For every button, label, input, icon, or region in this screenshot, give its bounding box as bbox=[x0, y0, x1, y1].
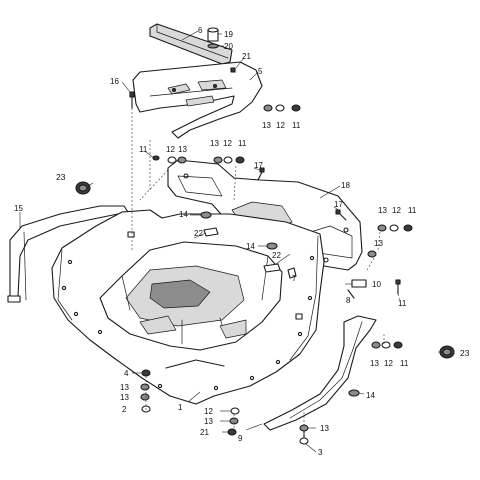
callout-12: 12 bbox=[166, 145, 175, 154]
callout-13: 13 bbox=[210, 139, 219, 148]
callout-11: 11 bbox=[408, 206, 417, 215]
callout-12: 12 bbox=[384, 359, 393, 368]
callout-14: 14 bbox=[179, 210, 188, 219]
callout-8: 8 bbox=[346, 296, 351, 305]
callout-13: 13 bbox=[378, 206, 387, 215]
callout-19: 19 bbox=[224, 30, 233, 39]
callout-13: 13 bbox=[370, 359, 379, 368]
callout-4: 4 bbox=[124, 369, 129, 378]
rack-cover-part bbox=[132, 61, 263, 139]
callout-13: 13 bbox=[262, 121, 271, 130]
callout-11: 11 bbox=[292, 121, 301, 130]
callout-13: 13 bbox=[120, 383, 129, 392]
callout-10: 10 bbox=[372, 280, 381, 289]
callout-5: 5 bbox=[258, 67, 263, 76]
callout-14: 14 bbox=[366, 391, 375, 400]
callout-22: 22 bbox=[194, 229, 203, 238]
callout-11: 11 bbox=[400, 359, 409, 368]
callout-12: 12 bbox=[204, 407, 213, 416]
callout-15: 15 bbox=[14, 204, 23, 213]
callout-13: 13 bbox=[320, 424, 329, 433]
callout-18: 18 bbox=[341, 181, 350, 190]
left-fender-flare-part bbox=[7, 205, 129, 303]
callout-14: 14 bbox=[246, 242, 255, 251]
callout-12: 12 bbox=[223, 139, 232, 148]
spacer-part bbox=[207, 27, 219, 49]
callout-3: 3 bbox=[318, 448, 323, 457]
callout-9: 9 bbox=[238, 434, 243, 443]
callout-11: 11 bbox=[398, 299, 407, 308]
callout-16: 16 bbox=[110, 77, 119, 86]
callout-11: 11 bbox=[238, 139, 247, 148]
callout-13: 13 bbox=[204, 417, 213, 426]
assembly-lines bbox=[131, 108, 401, 432]
callout-13: 13 bbox=[374, 239, 383, 248]
callout-6: 6 bbox=[198, 26, 203, 35]
callout-23: 23 bbox=[460, 348, 470, 358]
callout-20: 20 bbox=[224, 42, 233, 51]
callout-17: 17 bbox=[254, 161, 263, 170]
callout-labels: 6 19 20 21 5 16 13 12 11 11 12 13 13 12 … bbox=[14, 26, 470, 457]
callout-12: 12 bbox=[276, 121, 285, 130]
rear-fender-part bbox=[51, 209, 325, 405]
callout-17: 17 bbox=[334, 200, 343, 209]
callout-1: 1 bbox=[178, 403, 183, 412]
callout-21: 21 bbox=[200, 428, 209, 437]
callout-21: 21 bbox=[242, 52, 251, 61]
callout-2: 2 bbox=[122, 405, 127, 414]
callout-13: 13 bbox=[120, 393, 129, 402]
callout-22: 22 bbox=[272, 251, 281, 260]
callout-11: 11 bbox=[139, 145, 148, 154]
leader-lines bbox=[19, 30, 440, 453]
callout-13: 13 bbox=[178, 145, 187, 154]
bracket-bar-part bbox=[149, 23, 233, 65]
callout-12: 12 bbox=[392, 206, 401, 215]
callout-7: 7 bbox=[292, 274, 297, 283]
right-fender-flare-part bbox=[263, 315, 377, 431]
callout-23: 23 bbox=[56, 172, 66, 182]
